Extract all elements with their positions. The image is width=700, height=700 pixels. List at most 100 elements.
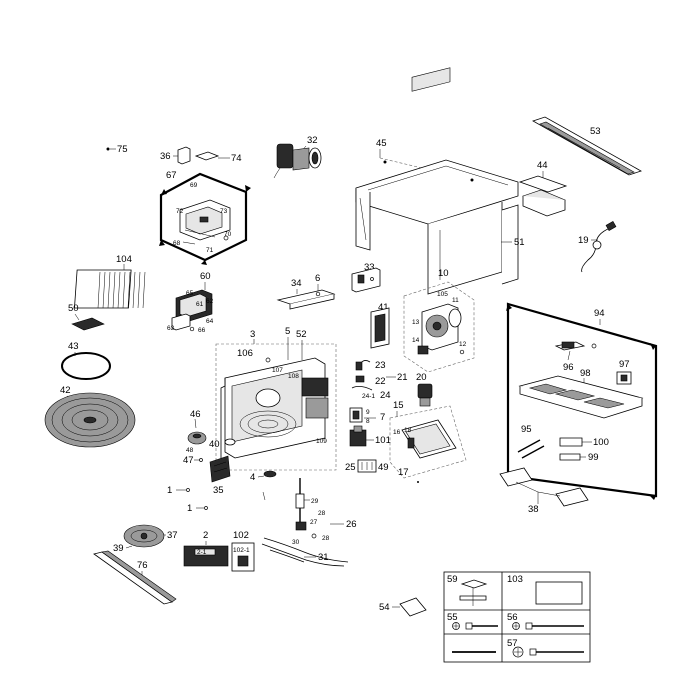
part-43-roller-ring: 43 [61,341,111,380]
label-68: 68 [173,240,181,247]
label-60: 60 [200,271,211,282]
part-54-manual: 54 [379,597,427,617]
label-22: 22 [375,376,386,387]
part-53-vent-grille: 53 [532,116,642,176]
part-44-filter: 44 [518,160,568,217]
label-71: 71 [206,247,214,254]
label-107: 107 [272,367,283,374]
label-31: 31 [318,552,329,563]
part-screw-small [262,491,266,501]
part-23-thermal-fuse: 23 [355,360,386,371]
label-2: 2 [203,530,208,541]
label-29: 29 [311,498,319,505]
label-53: 53 [590,126,601,137]
part-10-fan-assembly: 10 105 11 13 14 12 [403,268,475,373]
label-20: 20 [416,372,427,383]
part-25-49-relay: 25 49 [345,459,389,473]
label-63: 63 [167,325,175,332]
label-106: 106 [237,348,253,359]
label-18: 18 [404,427,412,434]
label-65: 65 [186,290,194,297]
label-46: 46 [190,409,201,420]
part-60-bracket-assembly: 60 65 61 62 64 63 66 [167,271,214,334]
label-49: 49 [378,462,389,473]
label-50: 50 [68,303,79,314]
part-45-51-outer-cabinet: 45 51 [355,67,525,295]
label-109: 109 [316,438,327,445]
label-64: 64 [206,318,214,325]
label-104: 104 [116,254,132,265]
label-76: 76 [137,560,148,571]
label-24: 24 [380,390,391,401]
label-70: 70 [224,231,232,238]
label-55: 55 [447,612,458,623]
label-36: 36 [160,151,171,162]
part-37-roller-guide: 37 39 [113,524,178,554]
part-26-motor: 26 [330,519,357,530]
label-96: 96 [563,362,574,373]
label-19: 19 [578,235,589,246]
label-62: 62 [206,298,214,305]
label-40: 40 [209,439,220,450]
part-15-bracket: 15 [393,400,404,417]
part-33-bracket: 33 [351,262,381,293]
label-39: 39 [113,543,124,554]
label-74: 74 [231,153,242,164]
label-102: 102 [233,530,249,541]
label-32: 32 [307,135,318,146]
label-94: 94 [594,308,605,319]
part-97-switch: 97 [616,359,632,385]
part-5-screw: 5 [285,326,290,360]
part-99-plate: 99 [559,452,599,463]
label-98: 98 [580,368,591,379]
label-42: 42 [60,385,71,396]
part-35-mesh: 35 [209,455,231,496]
label-103: 103 [507,574,523,585]
label-44: 44 [537,160,548,171]
part-67-latch-assembly: 67 69 72 73 70 68 71 [159,170,251,265]
part-31-harness: 31 [261,537,349,567]
label-25: 25 [345,462,356,473]
part-32-fan-motor: 32 [273,135,322,179]
label-57: 57 [507,638,518,649]
hw-103-label: 103 [507,574,583,605]
label-95: 95 [521,424,532,435]
part-24-holder: 24-1 24 [351,386,391,401]
label-45: 45 [376,138,387,149]
part-17-base-plate: 18 16 17 [389,405,467,483]
part-42-turntable: 42 [44,385,136,448]
label-108: 108 [288,373,299,380]
label-21: 21 [397,372,408,383]
label-5: 5 [285,326,290,337]
label-59: 59 [447,574,458,585]
label-6: 6 [315,273,320,284]
part-3-cavity-assembly: 3 106 107 108 109 [215,329,337,471]
label-28a: 28 [318,510,326,517]
label-100: 100 [593,437,609,448]
label-47: 47 [183,455,194,466]
label-30: 30 [292,539,300,546]
hw-55-screw: 55 [447,612,498,630]
label-35: 35 [213,485,224,496]
label-48: 48 [186,447,194,454]
part-74-plate: 74 [194,151,242,164]
label-28b: 28 [322,535,330,542]
part-20-capacitor: 20 [416,372,433,407]
label-13: 13 [412,319,420,326]
part-95-bracket: 95 [517,424,545,459]
part-50-filter-pad: 50 [68,303,105,331]
label-51: 51 [514,237,525,248]
label-73: 73 [220,208,228,215]
part-96-lamp-socket: 96 [554,341,597,373]
part-41-air-duct: 41 [370,302,390,349]
label-102-1: 102-1 [233,547,250,554]
label-66: 66 [198,327,206,334]
part-2-control-panel: 2 2-1 [183,530,229,567]
part-101-transformer: 101 [349,425,391,447]
part-102-board: 102 102-1 [231,530,255,572]
label-1b: 1 [187,503,192,514]
part-6-screw: 6 [315,273,320,297]
label-14: 14 [412,337,420,344]
part-46-stirrer: 46 48 [186,409,207,454]
